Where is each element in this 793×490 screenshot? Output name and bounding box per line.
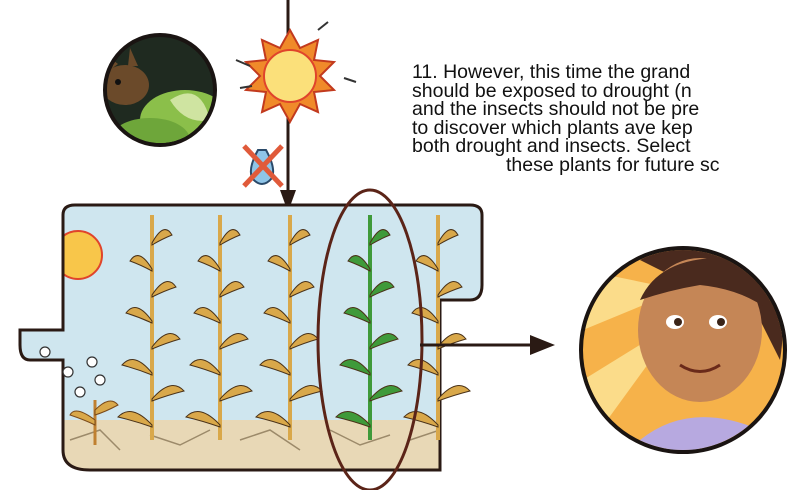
- caption-line-1: 11. However, this time the grand: [412, 63, 793, 82]
- greenhouse: [0, 190, 500, 490]
- scientist-portrait: [581, 246, 790, 460]
- insect-on-leaf-icon: [100, 35, 230, 162]
- caption-line-6: these plants for future sc: [412, 156, 793, 175]
- caption-line-3: and the insects should not be pre: [412, 100, 793, 119]
- sun-icon: [236, 22, 356, 122]
- no-water-drop-icon: [244, 146, 282, 186]
- caption-text: 11. However, this time the grand should …: [412, 63, 793, 175]
